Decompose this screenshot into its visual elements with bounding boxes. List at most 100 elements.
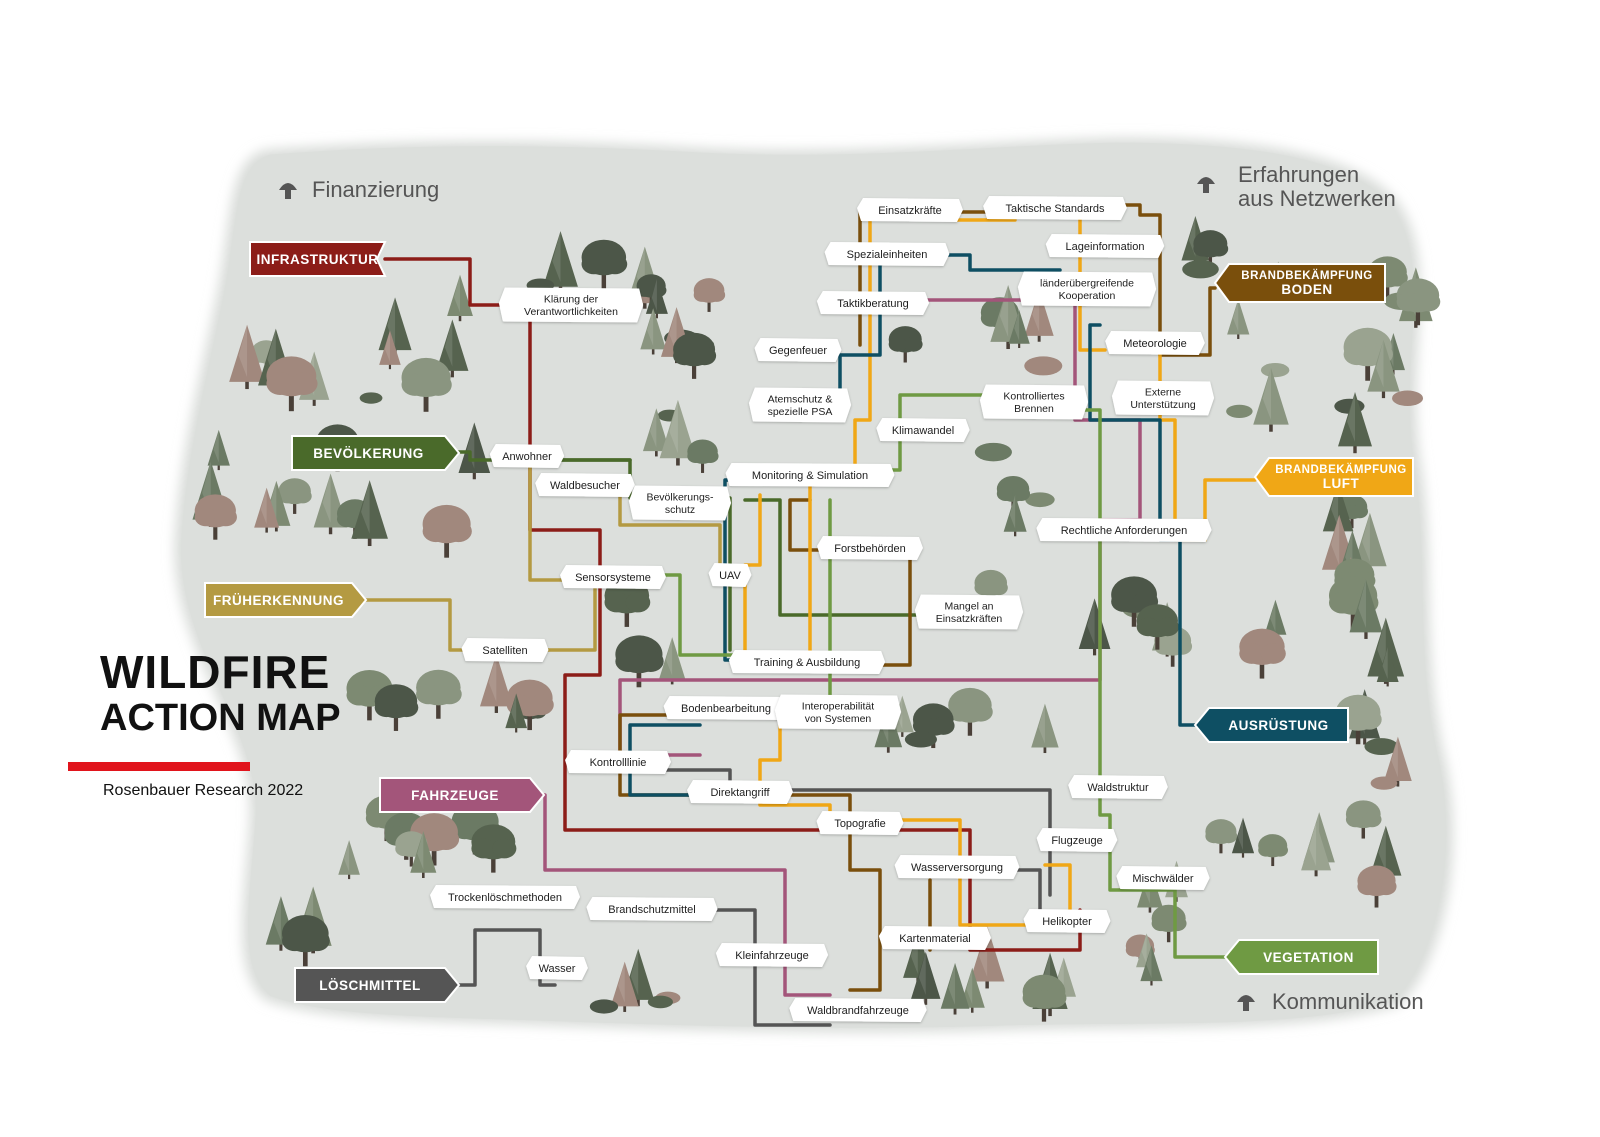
node-badge <box>1116 866 1210 890</box>
deciduous-tree-icon <box>912 703 955 749</box>
node-badge <box>983 196 1127 220</box>
deciduous-tree-icon <box>194 494 237 540</box>
node-label: Brandschutzmittel <box>608 904 695 916</box>
node-uav: UAV <box>708 563 752 587</box>
deciduous-tree-icon <box>888 326 923 363</box>
node-label: Externe <box>1145 387 1181 399</box>
conifer-tree-icon <box>1003 494 1027 537</box>
bush-icon <box>1182 260 1219 279</box>
node-wasserversorgung: Wasserversorgung <box>894 855 1020 879</box>
node-badge <box>586 897 718 921</box>
category-banner <box>291 435 461 471</box>
node-label: Meteorologie <box>1123 338 1187 350</box>
category-banner <box>1193 707 1349 743</box>
node-kleinfahrzeuge: Kleinfahrzeuge <box>715 943 829 967</box>
node-label: Klärung der <box>544 294 599 306</box>
deciduous-tree-icon <box>1205 819 1238 854</box>
node-label: Atemschutz & <box>768 394 833 406</box>
node-badge <box>560 565 666 589</box>
node-label: Wasserversorgung <box>911 862 1003 874</box>
node-label: Kooperation <box>1059 290 1116 302</box>
node-rechtlich: Rechtliche Anforderungen <box>1036 518 1212 542</box>
topic-nodes: Klärung derVerantwortlichkeitenAnwohnerW… <box>430 196 1215 1022</box>
node-label: Topografie <box>834 818 885 830</box>
node-anwohner: Anwohner <box>489 444 565 468</box>
node-badge <box>817 536 923 560</box>
category-banner <box>294 967 461 1003</box>
category-label: AUSRÜSTUNG <box>1228 718 1328 733</box>
node-label: Brennen <box>1014 403 1054 415</box>
node-label: Kleinfahrzeuge <box>735 950 808 962</box>
conifer-tree-icon <box>351 480 388 547</box>
mushroom-icon <box>1197 177 1215 193</box>
conifer-tree-icon <box>479 654 513 713</box>
mushroom-icon <box>279 183 297 199</box>
conifer-tree-icon <box>447 274 473 322</box>
node-label: Anwohner <box>502 451 552 463</box>
node-label: Verantwortlichkeiten <box>524 306 618 318</box>
node-kartenmaterial: Kartenmaterial <box>878 926 992 950</box>
category-label: LÖSCHMITTEL <box>319 978 421 993</box>
node-einsatzkraefte: Einsatzkräfte <box>857 198 963 222</box>
node-klimawandel: Klimawandel <box>876 418 970 442</box>
conifer-tree-icon <box>505 693 528 733</box>
node-bodenbearbeitung: Bodenbearbeitung <box>663 696 789 720</box>
map-subtitle: Rosenbauer Research 2022 <box>103 782 304 799</box>
bush-icon <box>359 392 383 404</box>
deciduous-tree-icon <box>278 478 312 514</box>
node-badge <box>816 811 904 835</box>
category-labels: INFRASTRUKTURBEVÖLKERUNGFRÜHERKENNUNGFAH… <box>204 241 1414 1003</box>
node-label: Kartenmaterial <box>899 933 971 945</box>
conifer-tree-icon <box>940 962 970 1015</box>
conifer-tree-icon <box>410 831 437 879</box>
node-taktikberatung: Taktikberatung <box>816 291 930 315</box>
conifer-tree-icon <box>1008 309 1030 349</box>
deciduous-tree-icon <box>1396 278 1441 326</box>
node-label: schutz <box>665 504 695 516</box>
connection-line-green <box>1058 408 1227 959</box>
map-title: WILDFIRE ACTION MAP <box>100 648 341 740</box>
category-label: BODEN <box>1281 282 1332 297</box>
category-banner <box>204 582 368 618</box>
node-badge <box>1023 909 1111 933</box>
conifer-tree-icon <box>911 951 941 1005</box>
conifer-tree-icon <box>207 429 230 471</box>
node-badge <box>894 855 1020 879</box>
node-badge <box>1017 271 1157 307</box>
node-label: Monitoring & Simulation <box>752 470 868 482</box>
category-label: INFRASTRUKTUR <box>257 252 379 267</box>
bush-icon <box>1392 390 1424 407</box>
node-label: Unterstützung <box>1130 399 1196 411</box>
conifer-tree-icon <box>229 324 265 390</box>
deciduous-tree-icon <box>1193 230 1229 268</box>
node-label: spezielle PSA <box>768 406 833 418</box>
node-gegenfeuer: Gegenfeuer <box>754 338 842 362</box>
node-badge <box>876 418 970 442</box>
title-line-2: ACTION MAP <box>100 697 341 739</box>
conifer-tree-icon <box>254 487 280 533</box>
node-label: Spezialeinheiten <box>847 249 928 261</box>
node-badge <box>715 943 829 967</box>
category-bevoelkerung: BEVÖLKERUNG <box>291 435 461 471</box>
node-wasser: Wasser <box>526 956 588 980</box>
node-label: Wasser <box>539 963 576 975</box>
connection-line-orange <box>1043 863 1072 922</box>
node-label: Bodenbearbeitung <box>681 703 771 715</box>
deciduous-tree-icon <box>1239 628 1286 679</box>
conifer-tree-icon <box>959 967 985 1013</box>
node-training: Training & Ausbildung <box>728 650 886 674</box>
conifer-tree-icon <box>642 408 670 457</box>
node-label: Einsatzkräfte <box>878 205 942 217</box>
deciduous-tree-icon <box>687 439 719 473</box>
conifer-tree-icon <box>645 278 668 319</box>
connection-line-tan <box>350 463 597 652</box>
node-badge <box>1105 331 1205 355</box>
node-label: Mangel an <box>944 601 993 613</box>
bush-icon <box>1260 363 1290 378</box>
